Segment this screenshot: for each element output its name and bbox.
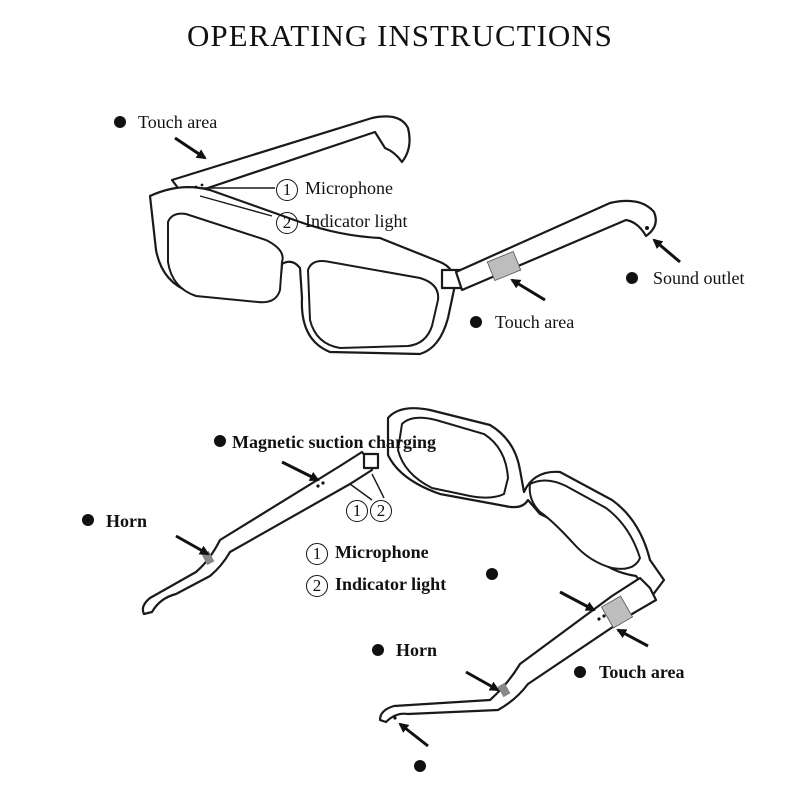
arrow-horn-right — [465, 670, 500, 692]
arrow-bottom-hole — [398, 722, 429, 748]
label-microphone-top: 1 Microphone — [276, 178, 393, 201]
arrow-horn-left — [175, 534, 210, 556]
legend-microphone-text: Microphone — [335, 542, 429, 562]
label-sound-outlet: Sound outlet — [653, 268, 745, 288]
arrow-sound-outlet — [652, 238, 681, 264]
far-temple-arm — [170, 115, 411, 198]
number-2-circle: 2 — [276, 211, 298, 234]
bullet — [414, 760, 426, 772]
near-temple-arm — [454, 199, 657, 292]
bullet — [470, 316, 482, 328]
sound-outlet-hole — [645, 226, 649, 230]
right-lens — [306, 260, 440, 350]
indicator-light-text: Indicator light — [305, 211, 408, 231]
legend-indicator-text: Indicator light — [335, 574, 447, 594]
bullet — [626, 272, 638, 284]
indicator-leader-bottom — [371, 473, 385, 499]
bottom-glasses — [82, 407, 666, 772]
number-2-circle: 2 — [370, 499, 392, 522]
bullet — [486, 568, 498, 580]
legend-microphone: 1 Microphone — [306, 542, 429, 565]
back-left-lens — [396, 416, 510, 499]
touch-pad-top — [486, 250, 522, 282]
bullet — [372, 644, 384, 656]
label-touch-area-arm: Touch area — [495, 312, 575, 332]
label-horn-left: Horn — [106, 511, 148, 531]
top-glasses — [114, 115, 681, 356]
legend-indicator-light: 2 Indicator light — [306, 574, 446, 597]
arrow-touch-area-arm — [510, 278, 546, 302]
number-1-circle: 1 — [306, 542, 328, 565]
label-indicator-top: 2 Indicator light — [276, 211, 407, 234]
arrow-magnetic — [281, 460, 320, 482]
number-2-circle: 2 — [306, 574, 328, 597]
number-1-circle: 1 — [276, 178, 298, 201]
indicator-leader — [199, 195, 273, 217]
label-magnetic-charging: Magnetic suction charging — [232, 432, 436, 452]
bullet — [114, 116, 126, 128]
arrow-touch-bottom-2 — [616, 628, 649, 648]
bullet — [82, 514, 94, 526]
arrow-touch-bottom — [559, 590, 596, 612]
left-hinge — [362, 452, 380, 470]
back-right-lens — [528, 479, 642, 570]
arrow-touch-area-top — [174, 136, 207, 160]
page-title: OPERATING INSTRUCTIONS — [187, 18, 613, 53]
bullet — [214, 435, 226, 447]
number-1-circle: 1 — [346, 499, 368, 522]
label-touch-area-top: Touch area — [138, 112, 218, 132]
label-horn-right: Horn — [396, 640, 438, 660]
label-touch-area-bottom: Touch area — [599, 662, 685, 682]
microphone-text: Microphone — [305, 178, 393, 198]
right-folded-arm — [378, 576, 658, 724]
left-lens — [167, 212, 284, 304]
bullet — [574, 666, 586, 678]
touch-pad-bottom — [600, 595, 634, 629]
mic-leader-bottom — [349, 483, 373, 501]
